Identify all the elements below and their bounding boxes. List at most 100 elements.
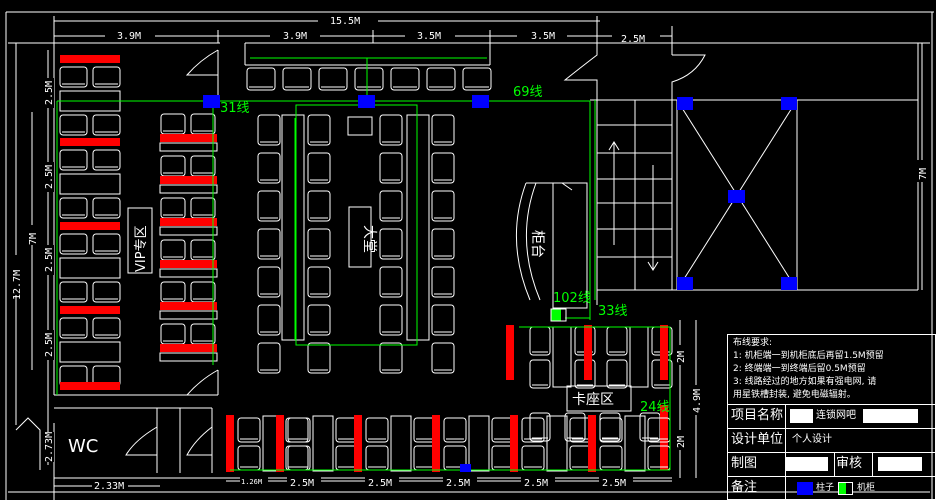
cabinet-bar: [160, 176, 217, 184]
chair: [92, 114, 121, 136]
project-name-label: 项目名称: [728, 405, 786, 428]
booth-zone: 卡座区: [566, 385, 632, 412]
dim-top-2: 3.9M: [283, 31, 307, 42]
column-marker: [781, 277, 797, 290]
cable-label-33: 33线: [598, 304, 628, 319]
zone-label-vip: VIP专区: [134, 225, 149, 272]
chair: [529, 412, 551, 442]
cabinet-bar: [60, 382, 120, 390]
dim-bottom-2: 2.5M: [290, 478, 314, 489]
cabinet-bar: [432, 415, 440, 472]
dim-wc-width: 2.33M: [94, 481, 124, 492]
chair: [307, 304, 331, 336]
title-block: 布线要求: 1: 机柜端一到机柜底后再留1.5M预留 2: 终端端一到终端后留0…: [727, 334, 936, 500]
dim-top-3: 3.5M: [417, 31, 441, 42]
cabinet-bar: [160, 134, 217, 142]
zone-label-counter: 柜台: [529, 230, 545, 258]
cabinet-bar: [660, 325, 668, 380]
chair: [379, 114, 403, 146]
chair: [564, 412, 586, 442]
dim-bottom-4: 2.5M: [446, 478, 470, 489]
seating: [59, 55, 673, 472]
chair: [431, 152, 455, 184]
chair: [92, 233, 121, 255]
zone-label-booth: 卡座区: [572, 392, 614, 408]
chair: [307, 190, 331, 222]
chair: [59, 66, 88, 88]
counter-zone: 柜台: [515, 182, 588, 309]
requirement-line: 2: 终端端一到终端后留0.5M预留: [733, 364, 866, 374]
chair: [59, 114, 88, 136]
chair: [59, 149, 88, 171]
chair: [59, 317, 88, 339]
chair: [59, 197, 88, 219]
chair: [92, 66, 121, 88]
chair: [431, 190, 455, 222]
dim-bottom-3: 2.5M: [368, 478, 392, 489]
requirement-line: 1: 机柜端一到机柜底后再留1.5M预留: [733, 351, 884, 361]
cabinet-bar: [160, 218, 217, 226]
dim-booth-seg-2: 2M: [676, 436, 687, 448]
desk: [159, 310, 218, 320]
chair: [606, 359, 628, 389]
legend-label-column: 柱子: [816, 483, 835, 493]
chair: [431, 114, 455, 146]
cabinet-bar: [226, 415, 234, 472]
drawing-label: 制图: [728, 453, 786, 476]
desk: [159, 352, 218, 362]
dim-left-seg-1: 2.5M: [44, 81, 55, 105]
cabinet-bar: [354, 415, 362, 472]
chair: [287, 417, 311, 443]
zone-label-hall: 大堂: [361, 225, 377, 253]
column-marker: [677, 97, 693, 110]
chair: [379, 152, 403, 184]
chair: [59, 233, 88, 255]
drawing-row: 制图 审核: [728, 453, 935, 477]
chair: [379, 304, 403, 336]
desk: [159, 142, 218, 152]
cabinet-bar: [60, 138, 120, 146]
chair: [599, 417, 623, 443]
column-marker: [781, 97, 797, 110]
dim-bottom-1: 1.26M: [241, 478, 262, 486]
requirements-heading: 布线要求:: [733, 338, 773, 348]
desk: [312, 415, 334, 472]
cabinet-bar: [588, 415, 596, 472]
chair: [257, 152, 281, 184]
dim-left-seg-3: 2.5M: [44, 248, 55, 272]
dim-left-seg-4: 2.5M: [44, 333, 55, 357]
chair: [521, 417, 545, 443]
dim-total-width: 15.5M: [330, 16, 360, 27]
desk: [59, 341, 121, 363]
wc-room: WC: [15, 407, 213, 473]
chair: [59, 281, 88, 303]
desk: [546, 415, 568, 472]
chair: [92, 197, 121, 219]
project-name-value: 连锁网吧: [816, 410, 856, 421]
staircase: [596, 99, 673, 291]
desk: [629, 326, 649, 388]
wiring-requirements: 布线要求: 1: 机柜端一到机柜底后再留1.5M预留 2: 终端端一到终端后留0…: [728, 335, 935, 405]
column-marker: [460, 464, 471, 472]
desk: [159, 268, 218, 278]
cabinet-bar: [510, 415, 518, 472]
cabinet-bar: [60, 306, 120, 314]
cabinet-bar: [60, 222, 120, 230]
review-field: [878, 457, 922, 471]
desk: [159, 226, 218, 236]
column-marker: [728, 190, 745, 203]
chair: [379, 342, 403, 374]
project-name-row: 项目名称 连锁网吧: [728, 405, 935, 429]
cabinet-bar: [506, 325, 514, 380]
desk: [59, 173, 121, 195]
chair: [443, 417, 467, 443]
cabinet-legend-swatch: [838, 482, 853, 495]
chair: [237, 445, 261, 471]
dim-top-4: 3.5M: [531, 31, 555, 42]
chair: [237, 417, 261, 443]
chair: [431, 342, 455, 374]
design-unit-value: 个人设计: [792, 434, 832, 445]
left-dimensions: 12.7M 7M 2.5M 2.5M 2.5M 2.5M 2.73M: [8, 43, 55, 465]
notes-label: 备注: [728, 477, 786, 500]
chair: [307, 228, 331, 260]
